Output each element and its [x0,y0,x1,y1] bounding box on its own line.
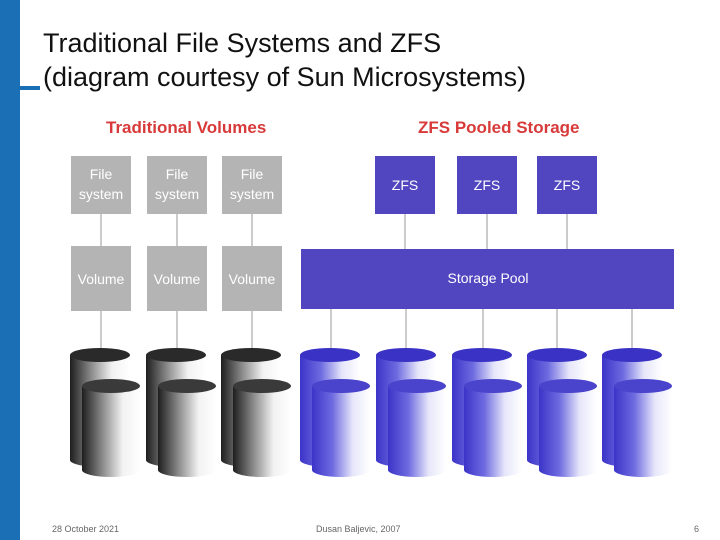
footer-date: 28 October 2021 [52,524,120,534]
storage-pool-box [301,249,674,309]
file-system-box [71,156,131,214]
volume-label: Volume [78,271,125,287]
zfs-label-2: ZFS [474,177,500,193]
title-underline-accent [0,86,40,90]
disk-pair-icon [146,348,216,477]
volume-box [71,246,131,311]
volume-label: Volume [154,271,201,287]
traditional-volumes-heading: Traditional Volumes [106,118,266,137]
title-line-2: (diagram courtesy of Sun Microsystems) [43,62,527,92]
volume-label: Volume [229,271,276,287]
file-system-label-line1: File [166,166,189,182]
traditional-stack-1: File system Volume [70,156,140,477]
zfs-box-2 [457,156,517,214]
storage-pool-label: Storage Pool [448,270,529,286]
page-number: 6 [694,524,700,534]
file-system-label-line2: system [79,186,123,202]
pool-disk-pair-icon [527,348,597,477]
zfs-box-3 [537,156,597,214]
file-system-label-line1: File [90,166,113,182]
file-system-label-line2: system [230,186,274,202]
slide-title: Traditional File Systems and ZFS (diagra… [43,26,703,94]
disk-pair-icon [70,348,140,477]
zfs-comparison-diagram: Traditional Volumes ZFS Pooled Storage F… [70,118,674,477]
disk-pair-icon [221,348,291,477]
zfs-box-1 [375,156,435,214]
traditional-stack-3: File system Volume [221,156,291,477]
zfs-filesystems-row: ZFS ZFS ZFS [375,156,597,249]
pool-disk-pair-icon [300,348,370,477]
pool-disk-pair-icon [452,348,522,477]
zfs-label-1: ZFS [392,177,418,193]
title-line-1: Traditional File Systems and ZFS [43,28,442,58]
file-system-label-line1: File [241,166,264,182]
volume-box [147,246,207,311]
zfs-pooled-storage-heading: ZFS Pooled Storage [418,118,580,137]
pool-disk-pair-icon [602,348,672,477]
traditional-stack-2: File system Volume [146,156,216,477]
zfs-label-3: ZFS [554,177,580,193]
file-system-box [222,156,282,214]
pool-connectors [330,309,633,350]
file-system-label-line2: system [155,186,199,202]
left-accent-bar [0,0,20,540]
file-system-box [147,156,207,214]
footer-author: Dusan Baljevic, 2007 [316,524,401,534]
volume-box [222,246,282,311]
pool-disk-pair-icon [376,348,446,477]
